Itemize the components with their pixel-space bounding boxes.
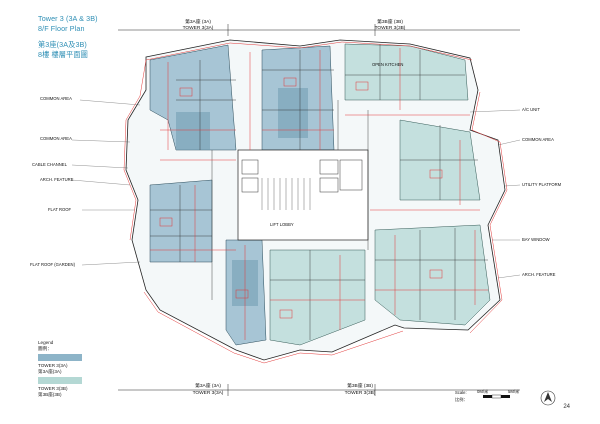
annotation-utility-platform: UTILITY PLATFORM bbox=[522, 182, 562, 187]
scale-label-zh: 比例： bbox=[455, 397, 468, 402]
title-en-line1: Tower 3 (3A & 3B) bbox=[38, 14, 98, 23]
legend-swatch-3b bbox=[38, 377, 82, 384]
legend-title-zh: 圖例： bbox=[38, 346, 52, 351]
legend-item-3a-en: TOWER 3(3A) bbox=[38, 363, 68, 368]
annotation-bay-window: BAY WINDOW bbox=[522, 237, 550, 242]
scale-label-en: Scale: bbox=[455, 390, 467, 395]
title-zh-line1: 第3座(3A及3B) bbox=[38, 40, 87, 49]
annotation-lift-lobby: LIFT LOBBY bbox=[270, 222, 294, 227]
unit-3b-northeast bbox=[344, 43, 469, 101]
title-en-line2: 8/F Floor Plan bbox=[38, 24, 85, 33]
scale-end: 5M/米 bbox=[508, 389, 520, 394]
tower-bottom-right-zh: 第3B座 (3B) bbox=[347, 384, 373, 389]
annotation-common-area-left-2: COMMON AREA bbox=[40, 136, 72, 141]
legend-item-3b-zh: 第3B座(3B) bbox=[38, 392, 62, 397]
annotation-flat-roof-left: FLAT ROOF bbox=[48, 207, 72, 212]
page-number: 24 bbox=[563, 404, 570, 410]
unit-3a-west bbox=[149, 179, 213, 263]
annotation-common-area-right: COMMON AREA bbox=[522, 137, 554, 142]
legend-item-3a-zh: 第3A座(3A) bbox=[38, 369, 62, 374]
tower-top-left-en: TOWER 3(3A) bbox=[182, 26, 214, 31]
annotation-common-area-left: COMMON AREA bbox=[40, 96, 72, 101]
tower-bottom-left-en: TOWER 3(3A) bbox=[192, 391, 224, 396]
title-zh-line2: 8樓 樓層平面圖 bbox=[38, 50, 88, 59]
annotation-cable-channel: CABLE CHANNEL bbox=[32, 162, 67, 167]
unit-3b-southeast bbox=[374, 224, 491, 326]
scale-bar-graphic bbox=[483, 394, 510, 399]
tower-top-left-zh: 第3A座 (3A) bbox=[185, 20, 211, 25]
tower-bottom-right-en: TOWER 3(3B) bbox=[344, 391, 376, 396]
unit-3b-south bbox=[269, 249, 366, 346]
annotation-open-kitchen: OPEN KITCHEN bbox=[372, 62, 404, 67]
central-core bbox=[237, 149, 369, 241]
north-arrow-icon bbox=[540, 390, 556, 406]
tower-bottom-left-zh: 第3A座 (3A) bbox=[195, 384, 221, 389]
tower-top-right-zh: 第3B座 (3B) bbox=[377, 20, 403, 25]
legend-title-en: Legend bbox=[38, 340, 54, 345]
annotation-arch-feature-right: ARCH. FEATURE bbox=[522, 272, 556, 277]
annotation-flat-roof-garden: FLAT ROOF (GARDEN) bbox=[30, 262, 75, 267]
annotation-ac-unit-right: A/C UNIT bbox=[522, 107, 540, 112]
annotation-arch-feature-left: ARCH. FEATURE bbox=[40, 177, 74, 182]
legend-swatch-3a bbox=[38, 354, 82, 361]
scale-start: 0M/米 bbox=[477, 389, 489, 394]
legend-item-3b-en: TOWER 3(3B) bbox=[38, 386, 68, 391]
tower-top-right-en: TOWER 3(3B) bbox=[374, 26, 406, 31]
